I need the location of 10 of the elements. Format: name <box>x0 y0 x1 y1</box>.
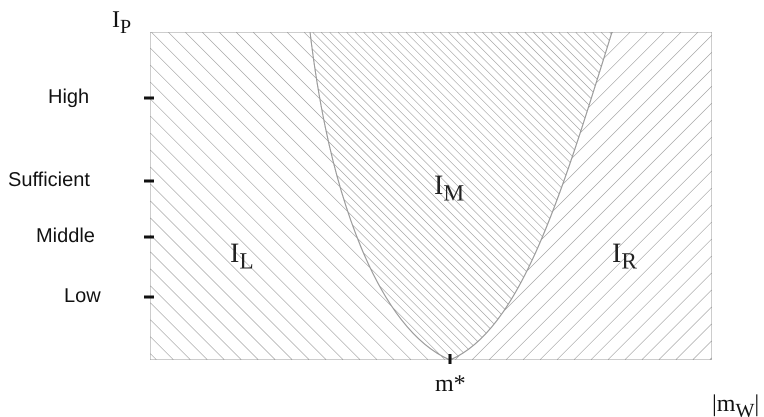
region-label: I$_{R}$ <box>612 240 637 274</box>
region-label: I$_{M}$ <box>434 172 464 206</box>
tick-label: High <box>48 87 90 107</box>
axis-label: I$_{P}$ <box>112 8 132 37</box>
tick-label: m* <box>435 372 466 396</box>
tick-label: Sufficient <box>8 170 90 190</box>
region-label: I$_{L}$ <box>230 240 254 274</box>
axis-label: |m$_{W}$| <box>712 392 760 417</box>
tick-label: Middle <box>36 226 95 246</box>
tick-label: Low <box>64 286 101 306</box>
